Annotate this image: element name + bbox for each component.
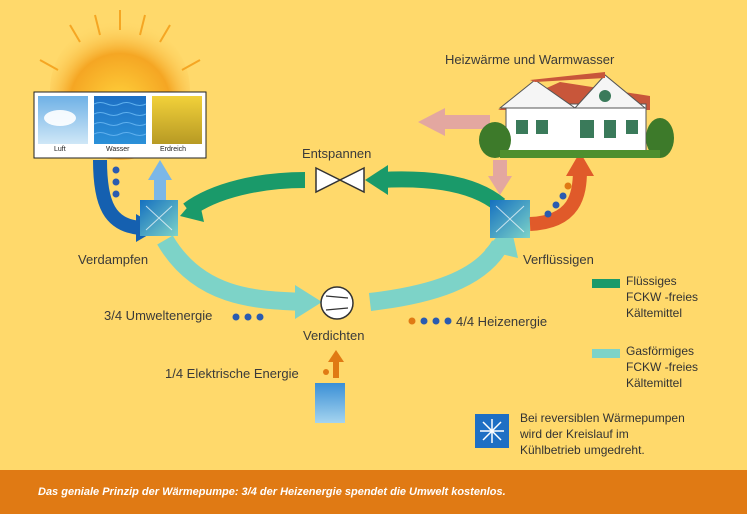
electric-supply-icon — [315, 383, 345, 423]
expand-label: Entspannen — [302, 146, 372, 161]
source-label-earth: Erdreich — [160, 146, 187, 153]
legend-liquid-label: Flüssiges FCKW -freies Kältemittel — [626, 273, 698, 321]
source-label-water: Wasser — [106, 146, 130, 153]
reversible-note: Bei reversiblen Wärmepumpen wird der Kre… — [520, 410, 685, 458]
gas-flow-left — [157, 235, 306, 311]
diagram-graphics — [33, 10, 674, 448]
caption-text: Das geniale Prinzip der Wärmepumpe: 3/4 … — [38, 486, 506, 498]
diagram-area: Heizwärme und Warmwasser Entspannen Verd… — [33, 10, 698, 458]
compressor-icon — [320, 286, 354, 320]
water-panel — [94, 96, 146, 144]
electric-energy-label: 1/4 Elektrische Energie — [165, 366, 299, 381]
heat-arrow — [529, 169, 587, 231]
snowflake-icon — [475, 414, 509, 448]
condense-label: Verflüssigen — [523, 252, 594, 267]
heat-energy-label: 4/4 Heizenergie — [456, 314, 548, 329]
env-energy-label: 3/4 Umweltenergie — [104, 308, 213, 323]
compress-label: Verdichten — [303, 328, 365, 343]
caption-bar: Das geniale Prinzip der Wärmepumpe: 3/4 … — [0, 470, 747, 514]
liquid-flow-left — [183, 172, 306, 217]
liquid-flow-right — [379, 171, 506, 212]
gas-flow-right — [368, 240, 508, 311]
legend-gas-text: Gasförmiges FCKW -freies Kältemittel — [626, 344, 698, 390]
legend-gas-label: Gasförmiges FCKW -freies Kältemittel — [626, 343, 698, 391]
legend-liquid-text: Flüssiges FCKW -freies Kältemittel — [626, 274, 698, 320]
reversible-note-text: Bei reversiblen Wärmepumpen wird der Kre… — [520, 411, 685, 457]
house-icon — [479, 72, 674, 158]
earth-panel — [152, 96, 202, 144]
expansion-valve-icon — [315, 166, 365, 194]
evaporate-label: Verdampfen — [78, 252, 149, 267]
env-arrow — [93, 159, 142, 235]
legend-gas-swatch — [592, 349, 620, 358]
source-label-air: Luft — [54, 146, 66, 153]
house-label: Heizwärme und Warmwasser — [445, 52, 615, 67]
legend-liquid-swatch — [592, 279, 620, 288]
